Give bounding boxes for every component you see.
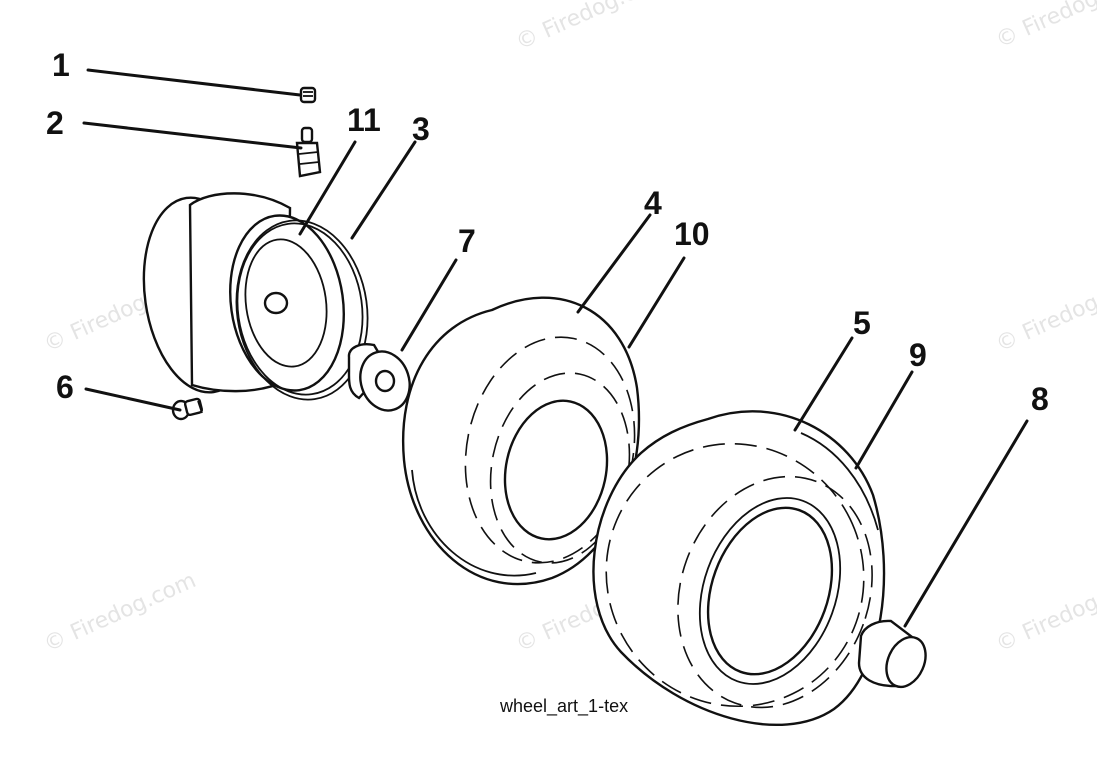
leader-10 — [627, 256, 686, 349]
callout-3: 3 — [412, 111, 430, 147]
part-front-tire — [401, 296, 641, 586]
part-rear-tire — [592, 410, 886, 727]
part-valve-stem — [295, 126, 322, 178]
part-valve-cap — [299, 86, 317, 104]
callout-5: 5 — [853, 305, 871, 341]
leader-1 — [86, 68, 302, 97]
callout-9: 9 — [909, 337, 927, 373]
leader-2 — [82, 121, 303, 150]
watermark: © Firedog.com — [992, 0, 1097, 53]
callout-10: 10 — [674, 216, 710, 252]
callouts: 1 2 3 4 5 6 7 8 9 10 11 — [46, 47, 1049, 417]
part-rim — [142, 192, 369, 401]
leader-6 — [84, 387, 182, 412]
callout-1: 1 — [52, 47, 70, 83]
leader-11 — [298, 140, 357, 236]
leader-8 — [903, 419, 1029, 628]
diagram-caption: wheel_art_1-tex — [499, 696, 628, 717]
callout-4: 4 — [644, 185, 662, 221]
callout-7: 7 — [458, 223, 476, 259]
part-bushing — [347, 343, 411, 412]
leader-lines — [82, 68, 1029, 628]
leader-3 — [350, 140, 417, 240]
callout-11: 11 — [347, 102, 381, 138]
leader-9 — [854, 370, 914, 470]
callout-2: 2 — [46, 105, 64, 141]
watermark: © Firedog.com — [40, 568, 200, 657]
callout-8: 8 — [1031, 381, 1049, 417]
callout-6: 6 — [56, 369, 74, 405]
watermark: © Firedog.com — [992, 268, 1097, 357]
leader-4 — [576, 213, 652, 314]
watermark: © Firedog.com — [992, 568, 1097, 657]
leader-7 — [400, 258, 458, 352]
part-hub-cap — [857, 619, 927, 689]
leader-5 — [793, 336, 854, 432]
watermark: © Firedog.com — [512, 0, 672, 55]
